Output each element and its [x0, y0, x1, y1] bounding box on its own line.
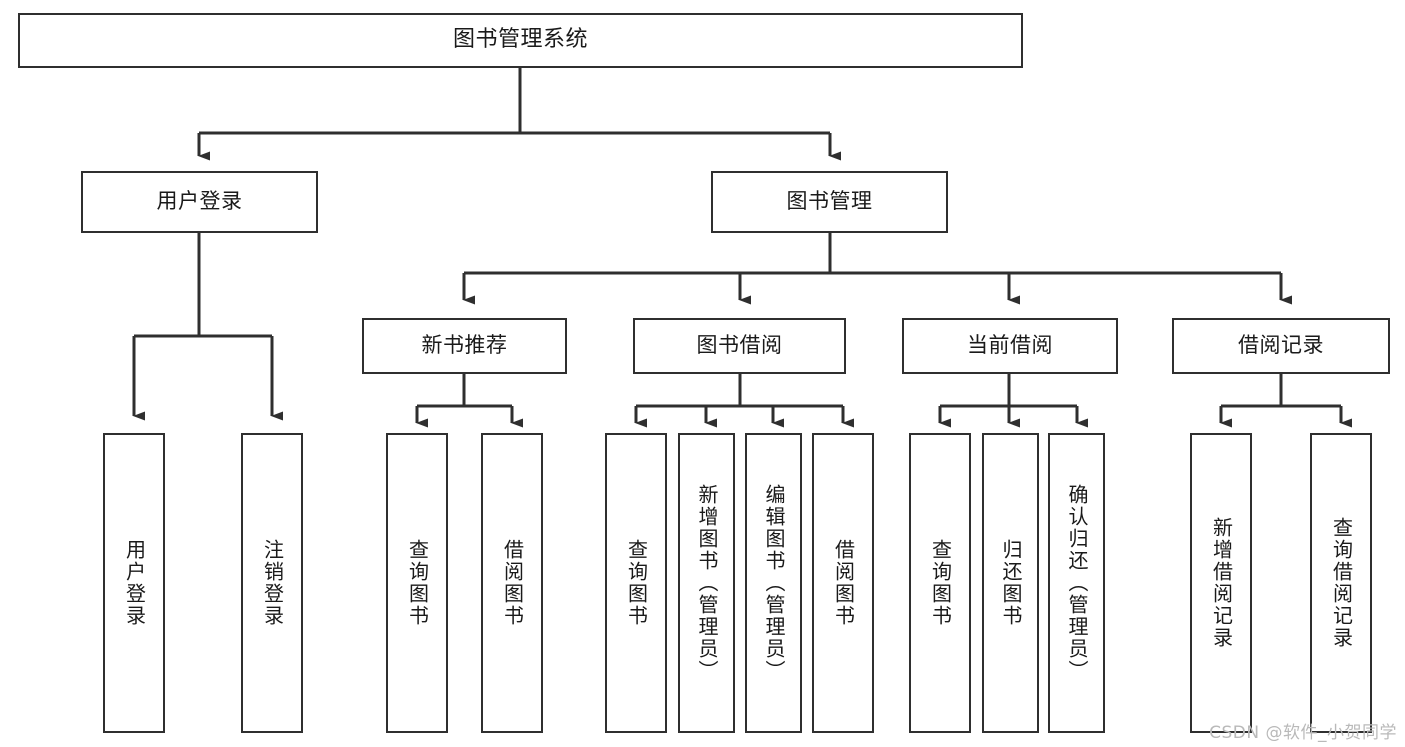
node-leaf-borrow-book-1[interactable]: 借阅图书: [481, 433, 543, 733]
node-leaf-add-book-admin[interactable]: 新增图书（管理员）: [678, 433, 735, 733]
node-leaf-edit-book-admin[interactable]: 编辑图书（管理员）: [745, 433, 802, 733]
node-leaf-query-borrow-record-label: 查询借阅记录: [1329, 517, 1354, 649]
node-leaf-return-book[interactable]: 归还图书: [982, 433, 1039, 733]
node-leaf-borrow-book-1-label: 借阅图书: [500, 539, 525, 627]
node-book-manage[interactable]: 图书管理: [711, 171, 948, 233]
node-leaf-confirm-return-admin-label: 确认归还（管理员）: [1065, 484, 1089, 682]
watermark-text: CSDN @软件_小贺同学: [1209, 723, 1397, 743]
node-leaf-add-book-admin-label: 新增图书（管理员）: [695, 484, 719, 682]
node-leaf-user-login[interactable]: 用户登录: [103, 433, 165, 733]
node-new-book-recommend[interactable]: 新书推荐: [362, 318, 567, 374]
node-leaf-confirm-return-admin[interactable]: 确认归还（管理员）: [1048, 433, 1105, 733]
node-leaf-edit-book-admin-label: 编辑图书（管理员）: [762, 484, 786, 682]
node-current-borrow[interactable]: 当前借阅: [902, 318, 1118, 374]
node-user-login[interactable]: 用户登录: [81, 171, 318, 233]
node-leaf-borrow-book-2[interactable]: 借阅图书: [812, 433, 874, 733]
node-leaf-query-book-2-label: 查询图书: [624, 539, 649, 627]
node-leaf-return-book-label: 归还图书: [999, 539, 1023, 627]
node-root-system[interactable]: 图书管理系统: [18, 13, 1023, 68]
node-leaf-borrow-book-2-label: 借阅图书: [831, 539, 856, 627]
node-leaf-logout-login[interactable]: 注销登录: [241, 433, 303, 733]
node-leaf-query-book-3-label: 查询图书: [928, 539, 953, 627]
node-leaf-logout-login-label: 注销登录: [260, 539, 285, 627]
node-leaf-add-borrow-record[interactable]: 新增借阅记录: [1190, 433, 1252, 733]
node-leaf-query-book-1[interactable]: 查询图书: [386, 433, 448, 733]
node-borrow-record[interactable]: 借阅记录: [1172, 318, 1390, 374]
node-leaf-query-book-1-label: 查询图书: [405, 539, 430, 627]
node-leaf-query-book-2[interactable]: 查询图书: [605, 433, 667, 733]
node-book-borrow[interactable]: 图书借阅: [633, 318, 846, 374]
node-leaf-query-book-3[interactable]: 查询图书: [909, 433, 971, 733]
node-leaf-query-borrow-record[interactable]: 查询借阅记录: [1310, 433, 1372, 733]
node-leaf-add-borrow-record-label: 新增借阅记录: [1209, 517, 1234, 649]
node-leaf-user-login-label: 用户登录: [122, 539, 147, 627]
